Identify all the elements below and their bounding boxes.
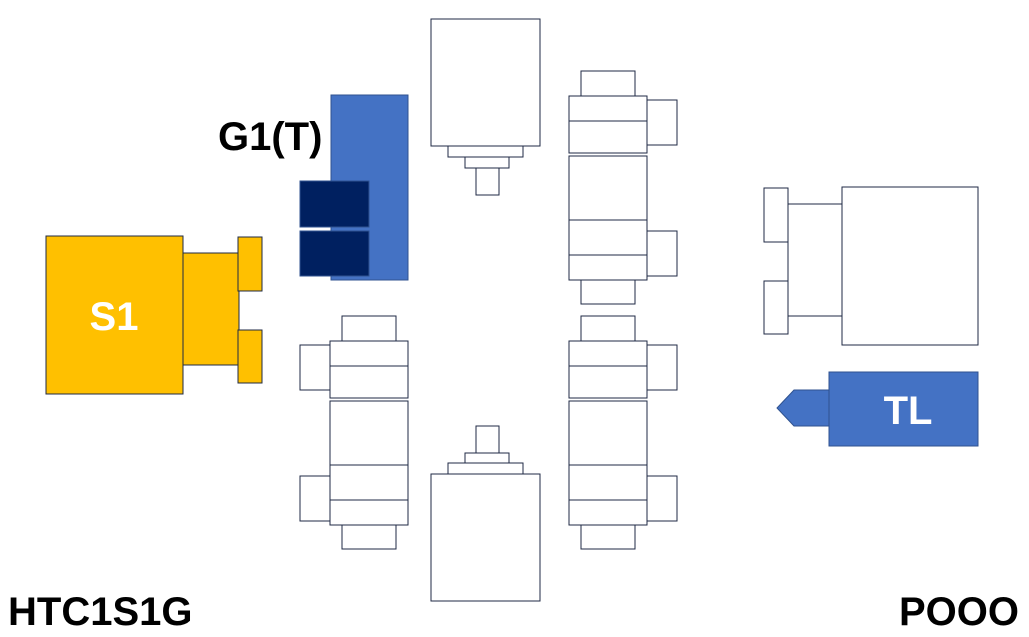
source-label: S1 [90,295,139,339]
left-code-label: HTC1S1G [8,590,193,634]
target-label: TL [884,389,933,433]
right-detector [763,186,979,346]
upper-right-component [568,70,678,305]
lower-right-component [568,315,678,550]
bottom-component [430,425,541,602]
lower-left-component [299,315,409,550]
source-s1: S1 [45,235,263,395]
right-code-label: POOO [899,590,1019,634]
gun-g1: G1(T) [218,94,409,281]
gun-label: G1(T) [218,115,322,159]
target-tl: TL [776,371,979,447]
top-component [430,18,541,196]
